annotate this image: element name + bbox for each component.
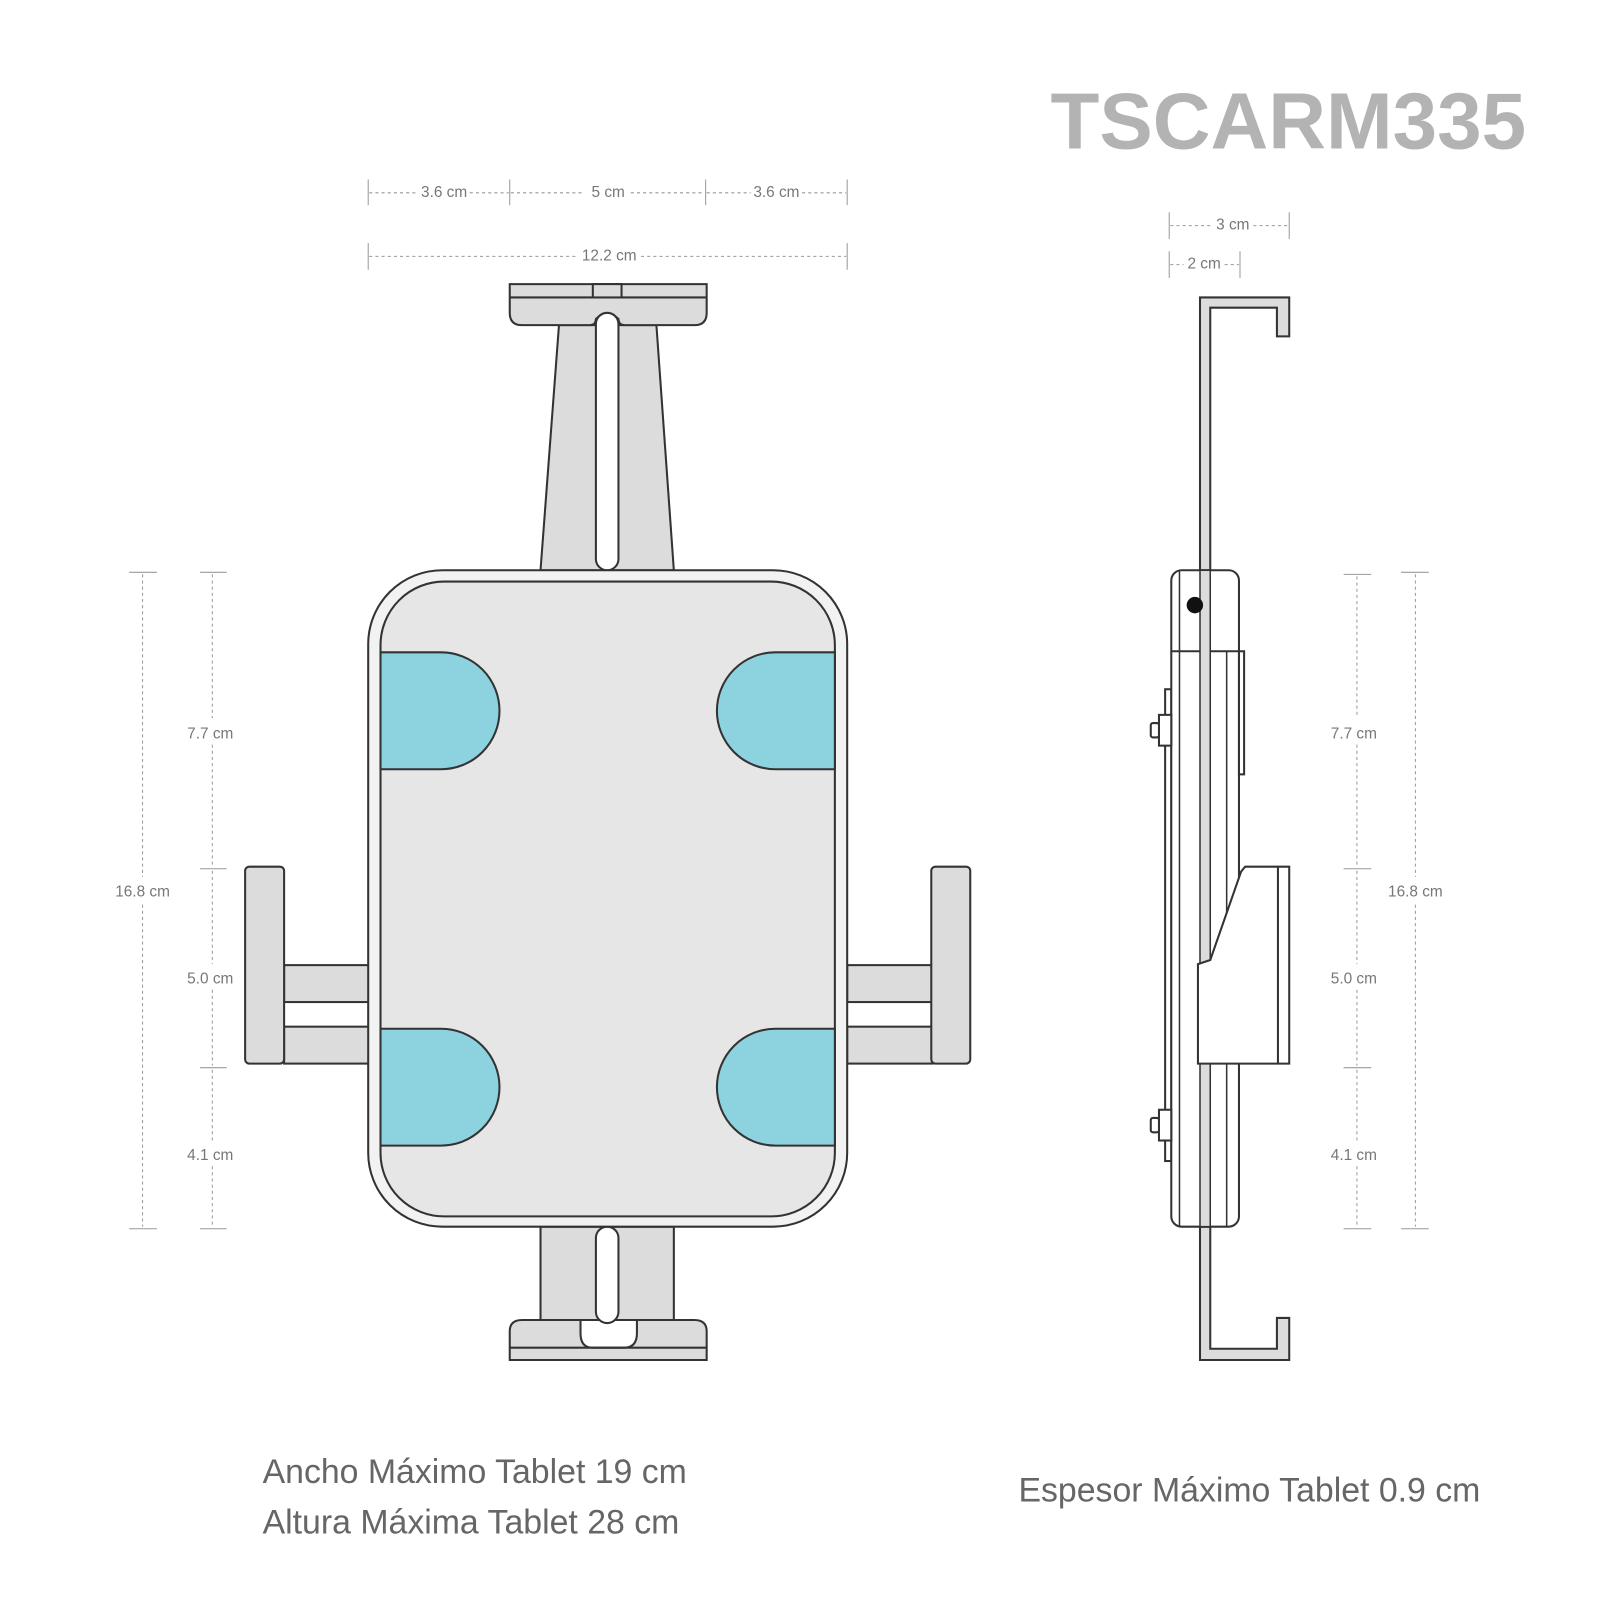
- right-arm-upper: [846, 964, 934, 1004]
- front-width-dimensions: 3.6 cm 5 cm 3.6 cm 12.2 cm: [367, 179, 848, 270]
- side-dim-bottom-segment: 4.1 cm: [1331, 1147, 1377, 1164]
- side-bottom-hook: [1198, 1225, 1291, 1362]
- bolt-top: [1149, 713, 1173, 747]
- holder-plate: [379, 580, 836, 1218]
- bottom-clamp: [508, 1318, 708, 1362]
- dim-top-segment: 7.7 cm: [187, 725, 233, 742]
- left-arm-upper: [283, 964, 371, 1004]
- front-height-dimensions: 16.8 cm 7.7 cm 5.0 cm 4.1 cm: [115, 571, 233, 1230]
- pad-top-left: [379, 651, 501, 771]
- dim-total-width: 12.2 cm: [582, 248, 637, 265]
- dim-inner-depth: 2 cm: [1187, 256, 1220, 273]
- side-lock-dot: [1186, 596, 1204, 614]
- dim-middle-segment: 5.0 cm: [187, 971, 233, 988]
- side-view: [1149, 296, 1291, 1362]
- side-depth-dimensions: 3 cm 2 cm: [1168, 212, 1290, 278]
- dim-total-height: 16.8 cm: [115, 883, 170, 900]
- product-code: TSCARM335: [1050, 77, 1526, 166]
- dim-outer-depth: 3 cm: [1216, 217, 1249, 234]
- dim-center-width: 5 cm: [592, 184, 625, 201]
- side-height-dimensions: 16.8 cm 7.7 cm 5.0 cm 4.1 cm: [1331, 571, 1443, 1230]
- left-arm-lower: [283, 1025, 371, 1065]
- side-top-hook: [1198, 296, 1291, 572]
- pad-bottom-left: [379, 1027, 501, 1147]
- dim-left-width: 3.6 cm: [421, 184, 467, 201]
- front-view: [244, 283, 972, 1362]
- side-dim-top-segment: 7.7 cm: [1331, 725, 1377, 742]
- caption-max-thickness: Espesor Máximo Tablet 0.9 cm: [1018, 1472, 1480, 1510]
- bolt-bottom: [1149, 1108, 1173, 1142]
- side-dim-total-height: 16.8 cm: [1388, 883, 1443, 900]
- left-side-clamp: [244, 865, 286, 1065]
- caption-max-height: Altura Máxima Tablet 28 cm: [263, 1503, 680, 1541]
- pad-top-right: [715, 651, 836, 771]
- pad-bottom-right: [715, 1027, 836, 1147]
- side-arm-block: [1196, 865, 1291, 1065]
- side-dim-middle-segment: 5.0 cm: [1331, 971, 1377, 988]
- caption-max-width: Ancho Máximo Tablet 19 cm: [263, 1453, 687, 1491]
- dim-bottom-segment: 4.1 cm: [187, 1147, 233, 1164]
- right-side-clamp: [930, 865, 972, 1065]
- right-arm-lower: [846, 1025, 934, 1065]
- dim-right-width: 3.6 cm: [753, 184, 799, 201]
